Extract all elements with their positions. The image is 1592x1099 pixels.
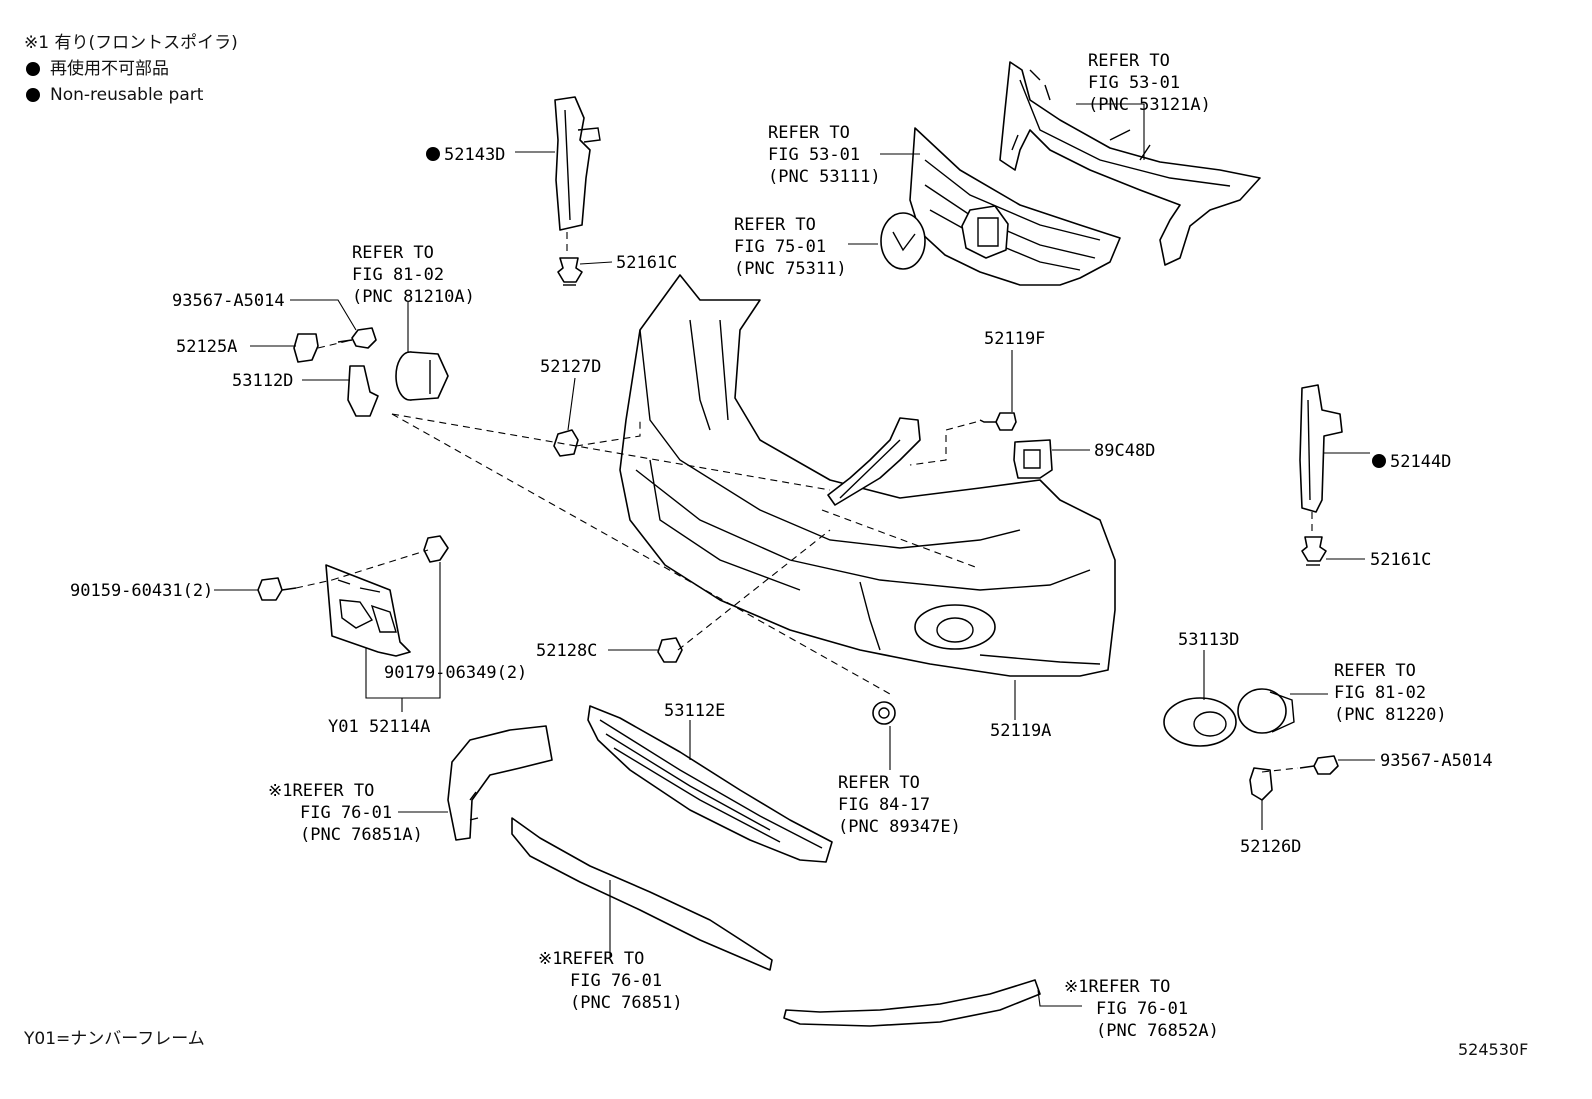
bumper-cover-52119A[interactable]	[619, 274, 1116, 677]
callout-90179[interactable]: 90179-06349(2)	[384, 663, 527, 683]
svg-text:REFER TO: REFER TO	[734, 215, 816, 235]
svg-text:FIG 81-02: FIG 81-02	[352, 265, 444, 285]
svg-text:REFER TO: REFER TO	[768, 123, 850, 143]
svg-text:FIG 76-01: FIG 76-01	[300, 803, 392, 823]
svg-text:FIG 53-01: FIG 53-01	[768, 145, 860, 165]
bullet-icon	[26, 62, 40, 76]
nonreusable-bullet	[1372, 454, 1386, 468]
lower-grille-53112E[interactable]	[587, 705, 833, 863]
fog-bezel-53113D[interactable]	[1163, 697, 1237, 747]
callout-93567-left[interactable]: 93567-A5014	[172, 291, 285, 311]
retainer-center[interactable]	[827, 417, 921, 506]
svg-text:(PNC 76851): (PNC 76851)	[570, 993, 683, 1013]
spoiler-side-76851A[interactable]	[447, 725, 553, 841]
svg-text:FIG 76-01: FIG 76-01	[1096, 999, 1188, 1019]
grommet-89347E[interactable]	[872, 701, 896, 725]
spoiler-right-76852A[interactable]	[783, 979, 1041, 1027]
svg-text:(PNC 53111): (PNC 53111)	[768, 167, 881, 187]
ref-76852A[interactable]: ※1REFER TO FIG 76-01 (PNC 76852A)	[1064, 977, 1219, 1041]
callout-52125A[interactable]: 52125A	[176, 337, 237, 357]
fog-lamp-81220[interactable]	[1237, 688, 1295, 734]
callout-52119F[interactable]: 52119F	[984, 329, 1045, 349]
ref-53111[interactable]: REFER TO FIG 53-01 (PNC 53111)	[768, 123, 881, 187]
ref-53121A[interactable]: REFER TO FIG 53-01 (PNC 53121A)	[1088, 51, 1211, 115]
clip-52126D[interactable]	[1249, 767, 1273, 801]
license-bracket-52114A[interactable]	[325, 564, 411, 657]
svg-text:(PNC 53121A): (PNC 53121A)	[1088, 95, 1211, 115]
svg-text:※1REFER TO: ※1REFER TO	[538, 949, 644, 969]
bolt-52119F[interactable]	[979, 412, 1017, 431]
legend-note-spoiler: ※1 有り(フロントスポイラ)	[24, 33, 238, 53]
callout-52114A[interactable]: Y01 52114A	[328, 717, 430, 737]
ref-81210A[interactable]: REFER TO FIG 81-02 (PNC 81210A)	[352, 243, 475, 307]
svg-text:REFER TO: REFER TO	[838, 773, 920, 793]
emblem-75311[interactable]	[880, 212, 926, 270]
screw-93567-right[interactable]	[1299, 755, 1339, 775]
cap-52128C[interactable]	[657, 637, 683, 663]
svg-text:(PNC 81210A): (PNC 81210A)	[352, 287, 475, 307]
callout-52161C-right[interactable]: 52161C	[1370, 550, 1431, 570]
fog-lamp-81210A[interactable]	[395, 351, 449, 401]
svg-text:※1REFER TO: ※1REFER TO	[1064, 977, 1170, 997]
bracket-53112D[interactable]	[347, 365, 379, 417]
ref-75311[interactable]: REFER TO FIG 75-01 (PNC 75311)	[734, 215, 847, 279]
svg-text:FIG 84-17: FIG 84-17	[838, 795, 930, 815]
nonreusable-bullet	[426, 147, 440, 161]
callout-52144D[interactable]: 52144D	[1390, 452, 1451, 472]
nut-90179[interactable]	[423, 535, 449, 563]
svg-text:REFER TO: REFER TO	[1334, 661, 1416, 681]
callout-52119A[interactable]: 52119A	[990, 721, 1051, 741]
ref-76851[interactable]: ※1REFER TO FIG 76-01 (PNC 76851)	[538, 949, 683, 1013]
svg-text:REFER TO: REFER TO	[352, 243, 434, 263]
clip-52161C-left[interactable]	[557, 257, 583, 286]
clip-52161C-right[interactable]	[1301, 536, 1327, 566]
screw-90159[interactable]	[257, 577, 297, 601]
callout-93567-right[interactable]: 93567-A5014	[1380, 751, 1493, 771]
callout-52143D[interactable]: 52143D	[444, 145, 505, 165]
svg-text:FIG 53-01: FIG 53-01	[1088, 73, 1180, 93]
callout-53112D[interactable]: 53112D	[232, 371, 293, 391]
cap-52127D[interactable]	[553, 429, 579, 457]
ref-81220[interactable]: REFER TO FIG 81-02 (PNC 81220)	[1334, 661, 1447, 725]
spoiler-center-76851[interactable]	[511, 817, 773, 971]
svg-text:FIG 76-01: FIG 76-01	[570, 971, 662, 991]
callout-89C48D[interactable]: 89C48D	[1094, 441, 1155, 461]
svg-text:(PNC 76852A): (PNC 76852A)	[1096, 1021, 1219, 1041]
svg-text:(PNC 75311): (PNC 75311)	[734, 259, 847, 279]
bracket-52144D[interactable]	[1299, 384, 1343, 513]
callout-52161C-left[interactable]: 52161C	[616, 253, 677, 273]
svg-text:(PNC 89347E): (PNC 89347E)	[838, 817, 961, 837]
svg-text:(PNC 76851A): (PNC 76851A)	[300, 825, 423, 845]
callout-53113D[interactable]: 53113D	[1178, 630, 1239, 650]
leader-lines	[214, 103, 1375, 1007]
svg-text:REFER TO: REFER TO	[1088, 51, 1170, 71]
bullet-icon	[26, 88, 40, 102]
legend: ※1 有り(フロントスポイラ) 再使用不可部品 Non-reusable par…	[24, 30, 238, 108]
ref-76851A[interactable]: ※1REFER TO FIG 76-01 (PNC 76851A)	[268, 781, 423, 845]
svg-text:FIG 75-01: FIG 75-01	[734, 237, 826, 257]
callout-52126D[interactable]: 52126D	[1240, 837, 1301, 857]
clip-52125A[interactable]	[293, 333, 319, 363]
legend-nonreusable-ja: 再使用不可部品	[24, 56, 238, 82]
screw-93567-left[interactable]	[337, 327, 377, 349]
callout-90159[interactable]: 90159-60431(2)	[70, 581, 213, 601]
callout-52127D[interactable]: 52127D	[540, 357, 601, 377]
grille-frame-53121A[interactable]	[999, 61, 1261, 266]
callout-53112E[interactable]: 53112E	[664, 701, 725, 721]
assembly-lines	[295, 232, 1313, 773]
footnote-y01: Y01=ナンバーフレーム	[24, 1029, 205, 1049]
figure-id: 524530F	[1458, 1040, 1529, 1059]
callout-52128C[interactable]: 52128C	[536, 641, 597, 661]
bracket-89C48D[interactable]	[1013, 439, 1053, 479]
svg-text:FIG 81-02: FIG 81-02	[1334, 683, 1426, 703]
svg-text:※1REFER TO: ※1REFER TO	[268, 781, 374, 801]
ref-89347E[interactable]: REFER TO FIG 84-17 (PNC 89347E)	[838, 773, 961, 837]
bracket-52143D[interactable]	[554, 96, 601, 231]
legend-nonreusable-en: Non-reusable part	[24, 82, 238, 108]
svg-text:(PNC 81220): (PNC 81220)	[1334, 705, 1447, 725]
